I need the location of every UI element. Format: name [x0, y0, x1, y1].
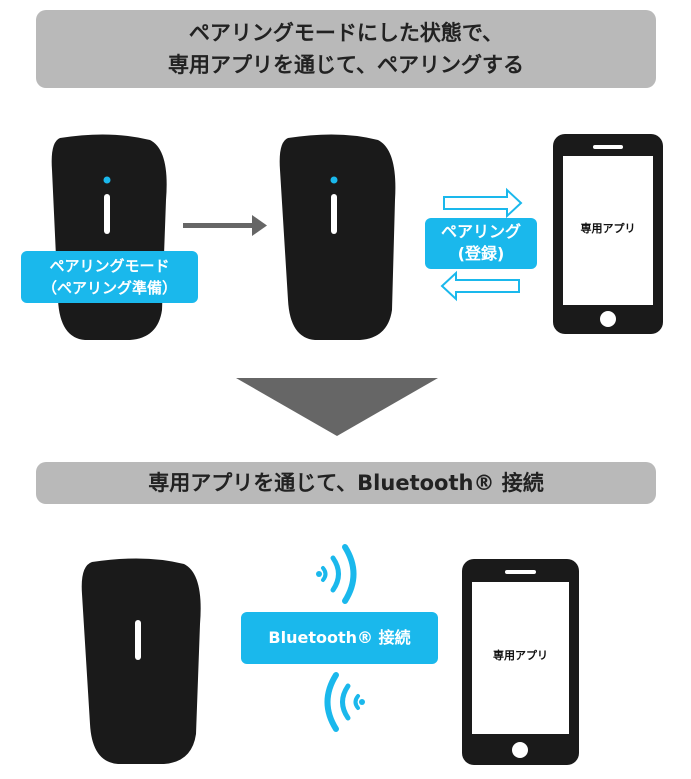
phone-screen-text: 専用アプリ	[580, 222, 636, 235]
pairing-mode-label-line2: （ペアリング準備）	[41, 279, 177, 297]
led-icon	[103, 176, 111, 184]
touch-strip	[104, 194, 110, 234]
step2-banner: 専用アプリを通じて、Bluetooth® 接続	[36, 462, 656, 504]
bluetooth-connect-label: Bluetooth® 接続	[241, 612, 438, 664]
pairing-register-label-line2: (登録)	[457, 244, 505, 263]
phone-screen-text: 専用アプリ	[493, 649, 548, 662]
device-body	[279, 134, 396, 340]
step1-banner-line1: ペアリングモードにした状態で、	[188, 21, 504, 45]
device-body	[81, 558, 201, 764]
step1-banner-line2: 専用アプリを通じて、ペアリングする	[168, 53, 524, 77]
arrow-left-outline-icon	[440, 270, 520, 302]
step1-banner: ペアリングモードにした状態で、 専用アプリを通じて、ペアリングする	[36, 10, 656, 88]
pairing-register-label: ペアリング (登録)	[425, 218, 537, 269]
pairing-mode-label-line1: ペアリングモード	[49, 257, 170, 275]
arrow-right-outline-icon	[443, 187, 523, 219]
touch-strip	[135, 620, 141, 660]
led-icon	[330, 176, 338, 184]
pairing-register-label-line1: ペアリング	[440, 222, 521, 241]
pairing-mode-label: ペアリングモード （ペアリング準備）	[21, 251, 198, 303]
touch-strip	[331, 194, 337, 234]
